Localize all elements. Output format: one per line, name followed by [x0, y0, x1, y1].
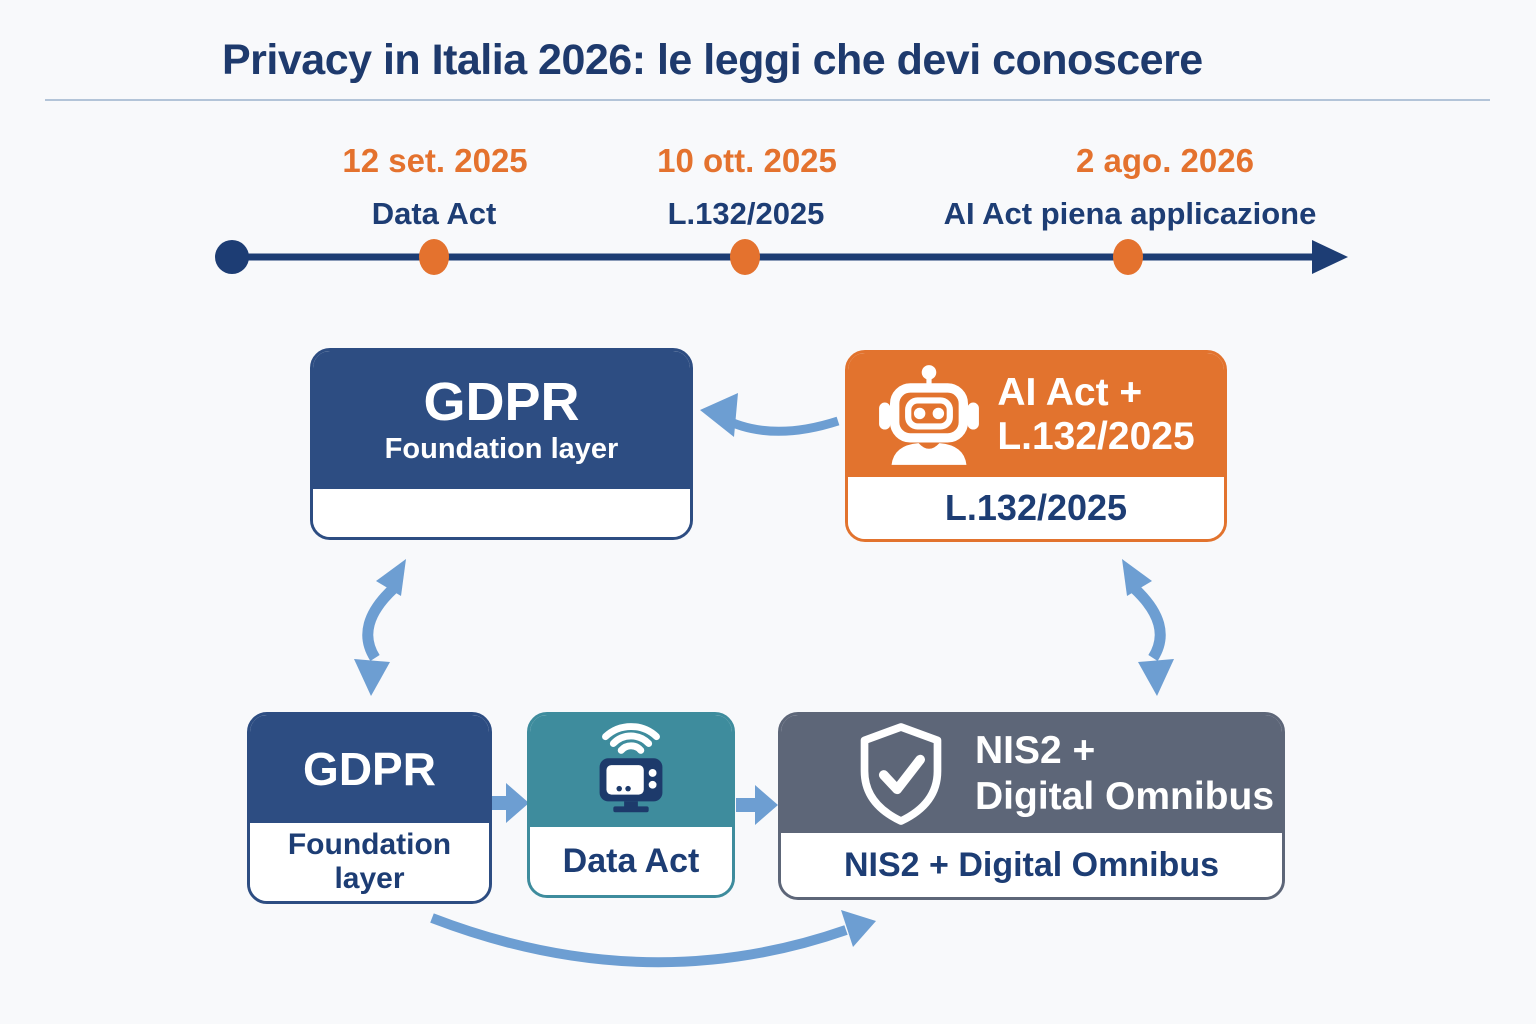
card-gdpr-bottom: GDPR Foundation layer: [247, 712, 492, 904]
timeline-arrowhead-icon: [1312, 240, 1348, 274]
timeline-date-2: 10 ott. 2025: [657, 142, 837, 179]
card-gdpr-top: GDPR Foundation layer: [310, 348, 693, 540]
card-gdpr-bottom-title: GDPR: [250, 715, 489, 823]
timeline-dot-1: [419, 239, 449, 275]
arrowhead-left-icon: [700, 393, 738, 437]
card-aiact: AI Act + L.132/2025 L.132/2025: [845, 350, 1227, 542]
timeline: [215, 239, 1348, 275]
double-arrow-gdpr-vertical: [354, 559, 406, 696]
robot-icon: [879, 365, 980, 465]
card-nis2-title-line2: Digital Omnibus: [975, 775, 1275, 818]
card-gdpr-top-footer: [313, 489, 690, 537]
timeline-label-2: L.132/2025: [667, 196, 825, 231]
card-gdpr-top-title: GDPR: [423, 371, 580, 432]
card-nis2-title-line1: NIS2 +: [975, 728, 1096, 772]
card-aiact-title-line1: AI Act +: [997, 371, 1143, 415]
card-nis2: NIS2 + Digital Omnibus NIS2 + Digital Om…: [778, 712, 1285, 900]
card-dataact-footer: Data Act: [530, 827, 732, 895]
arrow-dataact-to-nis2: [736, 785, 778, 825]
page-title: Privacy in Italia 2026: le leggi che dev…: [222, 36, 1203, 84]
card-gdpr-top-header: GDPR Foundation layer: [313, 351, 690, 489]
arrow-aiact-to-gdpr: [700, 393, 840, 437]
card-aiact-footer: L.132/2025: [848, 477, 1224, 539]
timeline-label-1: Data Act: [371, 196, 497, 231]
card-dataact-header: [530, 715, 732, 827]
card-aiact-title-line2: L.132/2025: [997, 415, 1195, 458]
arrow-gdpr-to-nis2-curved: [430, 910, 876, 968]
card-nis2-footer: NIS2 + Digital Omnibus: [781, 833, 1282, 897]
card-gdpr-bottom-footer: Foundation layer: [250, 823, 489, 901]
double-arrow-nis2-vertical: [1122, 559, 1174, 696]
arrow-gdpr-to-dataact: [488, 783, 529, 823]
timeline-start-dot: [215, 240, 249, 274]
timeline-date-3: 2 ago. 2026: [1076, 142, 1254, 179]
iot-device-icon: [599, 723, 663, 813]
card-dataact: Data Act: [527, 712, 735, 898]
card-gdpr-top-subtitle: Foundation layer: [384, 432, 619, 465]
card-nis2-header: NIS2 + Digital Omnibus: [781, 715, 1282, 833]
timeline-label-3: AI Act piena applicazione: [943, 196, 1317, 231]
shield-check-icon: [860, 723, 942, 825]
timeline-date-1: 12 set. 2025: [342, 142, 528, 179]
timeline-dot-3: [1113, 239, 1143, 275]
title-divider: [45, 99, 1490, 101]
timeline-dot-2: [730, 239, 760, 275]
card-aiact-header: AI Act + L.132/2025: [848, 353, 1224, 477]
